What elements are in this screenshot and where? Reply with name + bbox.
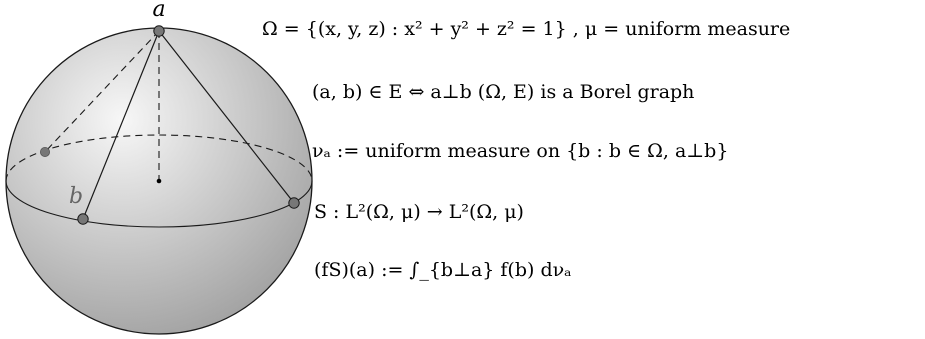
formula-fs-integral: (fS)(a) := ∫_{b⊥a} f(b) dνₐ xyxy=(314,259,572,281)
formula-operator-s: S : L²(Ω, μ) → L²(Ω, μ) xyxy=(314,201,524,223)
label-b: b xyxy=(69,184,83,209)
point-back-equator xyxy=(40,146,51,157)
center-dot xyxy=(156,178,162,184)
label-a: a xyxy=(152,0,165,22)
edge-a-to-b xyxy=(82,30,160,220)
hidden-edge-line xyxy=(44,30,160,153)
point-right-equator xyxy=(288,197,300,209)
edge-a-to-right-point xyxy=(158,30,295,204)
formula-sphere-definition: Ω = {(x, y, z) : x² + y² + z² = 1} , μ =… xyxy=(262,18,791,40)
formula-edge-relation: (a, b) ∈ E ⇔ a⊥b (Ω, E) is a Borel graph xyxy=(312,81,695,103)
formula-nu-measure: νₐ := uniform measure on {b : b ∈ Ω, a⊥b… xyxy=(312,140,729,162)
point-b xyxy=(77,213,89,225)
point-a xyxy=(153,25,165,37)
equator-back-arc xyxy=(5,134,313,182)
